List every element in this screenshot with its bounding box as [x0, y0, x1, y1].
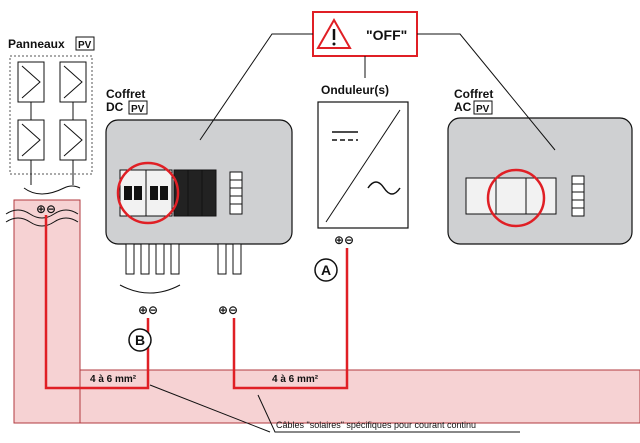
solar-panel-2	[59, 61, 87, 103]
cable-trench	[13, 199, 640, 424]
cable-section-right: 4 à 6 mm²	[272, 374, 319, 385]
callout-line-ac	[417, 33, 556, 151]
coffret-ac-pv-badge-box	[473, 100, 493, 115]
red-cable-dc-to-inverter	[232, 248, 349, 390]
coffret-dc-pv-badge-box	[128, 100, 148, 115]
footnote-leader-2	[257, 394, 520, 433]
onduleur-polarity: ⊕⊖	[334, 233, 354, 247]
break-mark-2	[5, 217, 79, 227]
dc-left-brace	[119, 284, 181, 294]
panels-polarity: ⊕⊖	[36, 202, 56, 216]
panel-bundle-brace	[23, 185, 81, 195]
solar-panel-1	[17, 61, 45, 103]
panels-label: Panneaux	[8, 37, 65, 51]
onduleur-box	[317, 101, 409, 229]
coffret-ac-subtitle: AC	[454, 100, 472, 114]
marker-a	[314, 258, 338, 282]
footnote-text: Câbles "solaires" spécifiques pour coura…	[276, 420, 476, 430]
solar-panel-4	[59, 119, 87, 161]
onduleur-diagonal	[325, 109, 401, 223]
ac-sine-icon	[367, 181, 401, 195]
onduleur-label: Onduleur(s)	[321, 83, 389, 97]
ac-breaker-highlight	[486, 168, 546, 228]
coffret-dc-pv-badge: PV	[131, 104, 145, 115]
marker-b	[128, 328, 152, 352]
dc-breaker-modules	[119, 169, 243, 217]
solar-panel-3	[17, 119, 45, 161]
warning-triangle-icon	[316, 17, 352, 49]
footnote-leader-1	[149, 384, 271, 433]
dc-breaker-highlight	[116, 161, 180, 225]
marker-a-label: A	[321, 262, 331, 278]
panels-pv-badge: PV	[78, 40, 92, 51]
off-warning-text: "OFF"	[366, 27, 407, 43]
callout-line-dc	[199, 33, 313, 141]
coffret-ac-pv-badge: PV	[476, 104, 490, 115]
marker-b-label: B	[135, 332, 145, 348]
coffret-dc-polarity-a: ⊕⊖	[138, 303, 158, 317]
coffret-dc-title: Coffret	[106, 87, 145, 101]
panels-frame	[9, 55, 93, 175]
red-cable-panels-to-dc	[44, 215, 150, 390]
panels-pv-badge-box	[75, 36, 95, 51]
coffret-ac-title: Coffret	[454, 87, 493, 101]
break-mark-1	[5, 209, 79, 219]
dc-terminals-left	[125, 243, 180, 275]
dc-terminals-right	[217, 243, 242, 275]
coffret-dc-polarity-b: ⊕⊖	[218, 303, 238, 317]
coffret-dc-subtitle: DC	[106, 100, 124, 114]
cable-section-left: 4 à 6 mm²	[90, 374, 137, 385]
